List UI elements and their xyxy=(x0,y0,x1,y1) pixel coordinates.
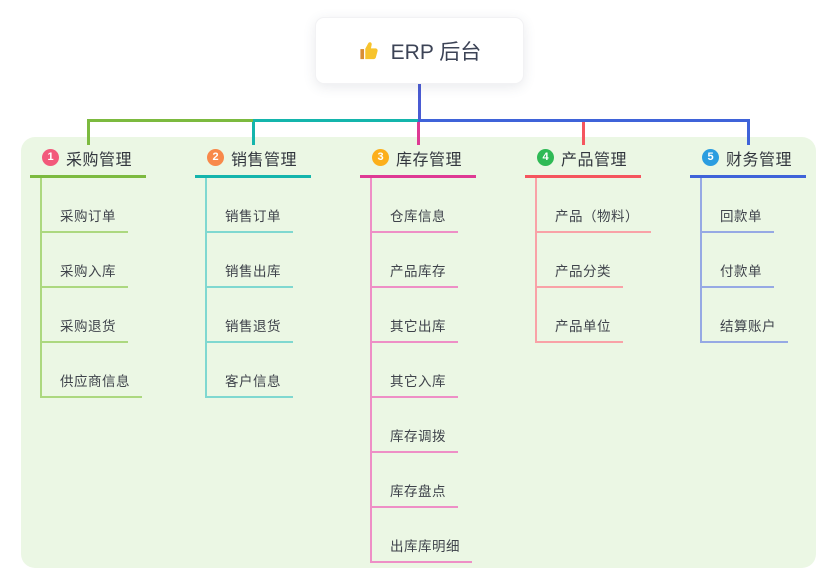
child-node[interactable]: 其它出库 xyxy=(372,288,458,343)
branch-1: 1 采购管理 采购订单采购入库采购退货供应商信息 xyxy=(30,146,146,398)
child-node[interactable]: 客户信息 xyxy=(207,343,293,398)
branch-children: 回款单付款单结算账户 xyxy=(700,178,806,343)
branch-number-badge: 4 xyxy=(537,149,554,166)
connector-drop-5 xyxy=(746,119,750,145)
branch-number-badge: 3 xyxy=(372,149,389,166)
child-node[interactable]: 产品分类 xyxy=(537,233,623,288)
child-node[interactable]: 销售订单 xyxy=(207,178,293,233)
child-node[interactable]: 采购入库 xyxy=(42,233,128,288)
connector-drop-4 xyxy=(581,119,585,145)
branch-2: 2 销售管理 销售订单销售出库销售退货客户信息 xyxy=(195,146,311,398)
branch-number-badge: 2 xyxy=(207,149,224,166)
branch-3: 3 库存管理 仓库信息产品库存其它出库其它入库库存调拨库存盘点出库库明细 xyxy=(360,146,476,563)
branch-children: 产品（物料）产品分类产品单位 xyxy=(535,178,651,343)
branch-children: 仓库信息产品库存其它出库其它入库库存调拨库存盘点出库库明细 xyxy=(370,178,476,563)
branch-number-badge: 1 xyxy=(42,149,59,166)
connector-h-mid xyxy=(253,119,418,122)
root-label: ERP 后台 xyxy=(390,40,482,64)
connector-h-right xyxy=(418,119,748,122)
child-node[interactable]: 产品库存 xyxy=(372,233,458,288)
branch-topic-label: 产品管理 xyxy=(561,151,628,169)
branch-topic-node[interactable]: 5 财务管理 xyxy=(690,146,806,178)
branch-topic-label: 销售管理 xyxy=(231,151,298,169)
connector-h-left xyxy=(88,119,253,122)
child-node[interactable]: 供应商信息 xyxy=(42,343,142,398)
branch-children: 采购订单采购入库采购退货供应商信息 xyxy=(40,178,146,398)
branch-topic-label: 库存管理 xyxy=(396,151,463,169)
branch-children: 销售订单销售出库销售退货客户信息 xyxy=(205,178,311,398)
branch-topic-node[interactable]: 4 产品管理 xyxy=(525,146,641,178)
child-node[interactable]: 回款单 xyxy=(702,178,774,233)
child-node[interactable]: 其它入库 xyxy=(372,343,458,398)
child-node[interactable]: 库存盘点 xyxy=(372,453,458,508)
child-node[interactable]: 结算账户 xyxy=(702,288,788,343)
child-node[interactable]: 销售退货 xyxy=(207,288,293,343)
branch-topic-node[interactable]: 2 销售管理 xyxy=(195,146,311,178)
child-node[interactable]: 销售出库 xyxy=(207,233,293,288)
child-node[interactable]: 付款单 xyxy=(702,233,774,288)
branch-4: 4 产品管理 产品（物料）产品分类产品单位 xyxy=(525,146,651,343)
child-node[interactable]: 出库库明细 xyxy=(372,508,472,563)
branch-5: 5 财务管理 回款单付款单结算账户 xyxy=(690,146,806,343)
root-stem xyxy=(417,84,421,120)
branch-topic-node[interactable]: 3 库存管理 xyxy=(360,146,476,178)
connector-drop-1 xyxy=(86,119,90,145)
canvas-panel xyxy=(21,137,816,568)
child-node[interactable]: 采购订单 xyxy=(42,178,128,233)
thumbs-up-icon xyxy=(358,39,381,62)
root-node[interactable]: ERP 后台 xyxy=(315,17,524,84)
connector-drop-3 xyxy=(416,119,420,145)
child-node[interactable]: 仓库信息 xyxy=(372,178,458,233)
branch-number-badge: 5 xyxy=(702,149,719,166)
branch-topic-label: 财务管理 xyxy=(726,151,793,169)
child-node[interactable]: 产品单位 xyxy=(537,288,623,343)
child-node[interactable]: 产品（物料） xyxy=(537,178,651,233)
connector-drop-2 xyxy=(251,119,255,145)
branch-topic-node[interactable]: 1 采购管理 xyxy=(30,146,146,178)
branch-topic-label: 采购管理 xyxy=(66,151,133,169)
child-node[interactable]: 采购退货 xyxy=(42,288,128,343)
child-node[interactable]: 库存调拨 xyxy=(372,398,458,453)
